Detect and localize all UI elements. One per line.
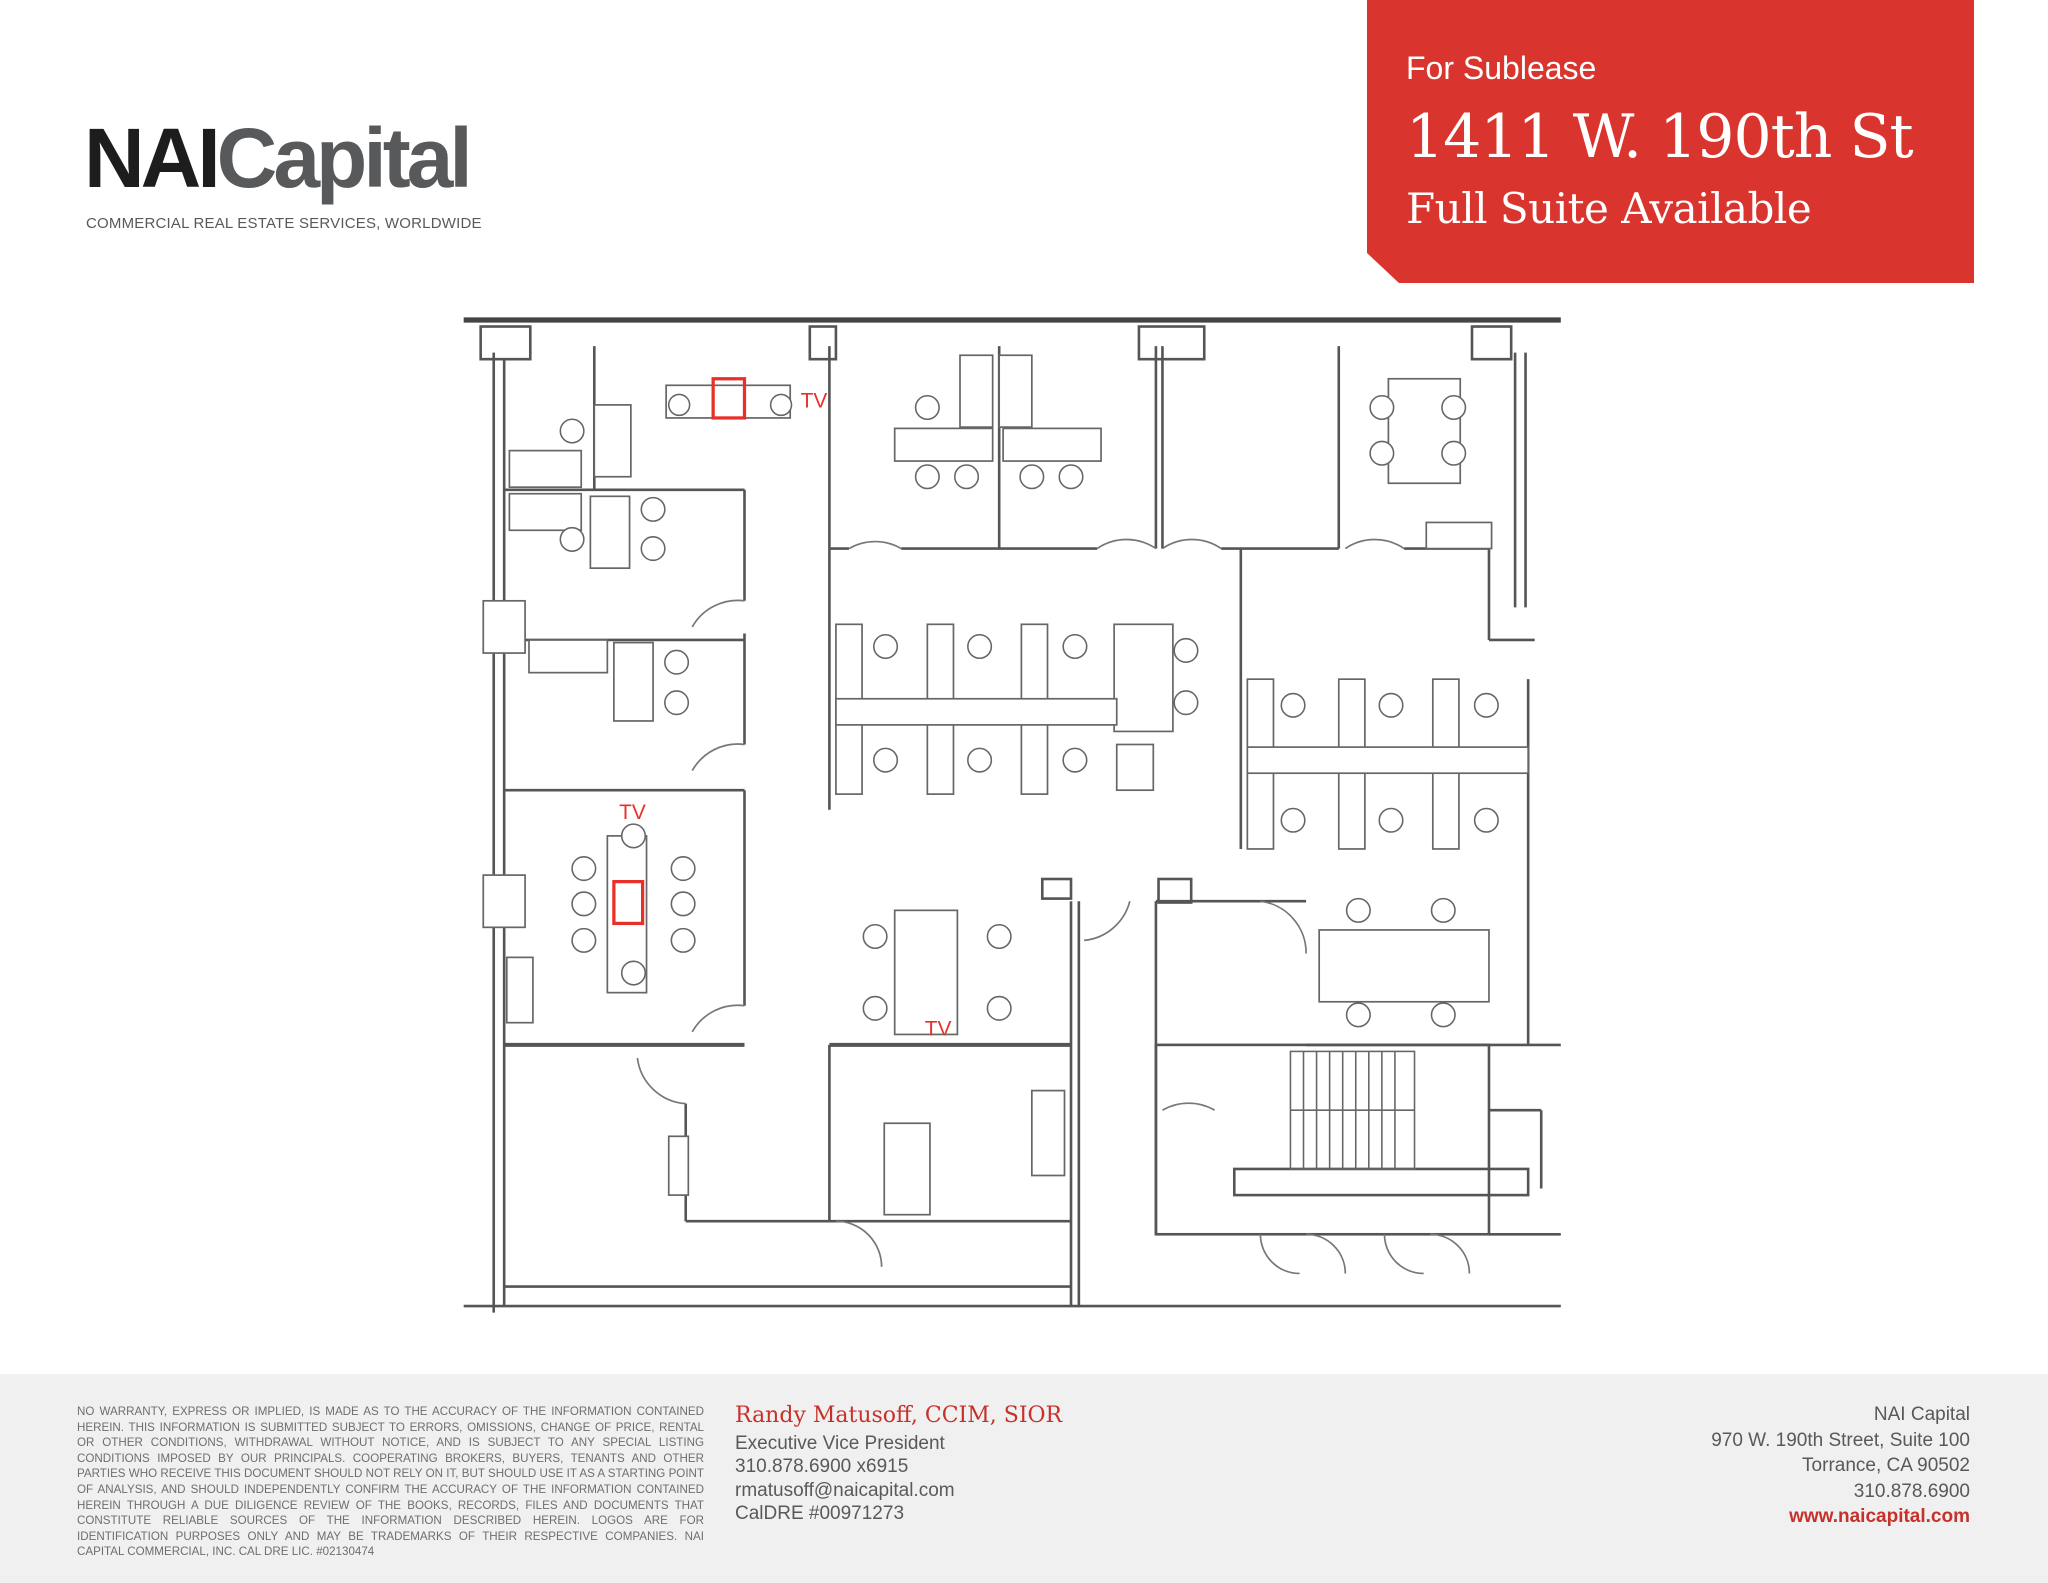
tv-highlight-conference-1 <box>711 377 747 420</box>
broker-name: Randy Matusoff, CCIM, SIOR <box>735 1403 1063 1428</box>
office-city: Torrance, CA 90502 <box>1802 1455 1970 1476</box>
tv-label: TV <box>619 801 646 824</box>
door-swings <box>636 538 1471 1275</box>
tv-label: TV <box>801 390 828 413</box>
office-street: 970 W. 190th Street, Suite 100 <box>1711 1429 1970 1451</box>
logo-wordmark: NAICapital <box>84 108 473 208</box>
listing-type: For Sublease <box>1406 50 1597 86</box>
stairs <box>1289 1050 1416 1170</box>
broker-contact: Randy Matusoff, CCIM, SIOR Executive Vic… <box>735 1404 1062 1526</box>
tv-highlight-conference-2 <box>612 879 645 926</box>
logo-tagline: COMMERCIAL REAL ESTATE SERVICES, WORLDWI… <box>86 215 482 232</box>
website-link[interactable]: www.naicapital.com <box>1789 1506 1970 1527</box>
broker-phone[interactable]: 310.878.6900 x6915 <box>735 1456 909 1477</box>
tv-labels: TV TV TV <box>619 390 951 1041</box>
nai-capital-logo: NAICapital COMMERCIAL REAL ESTATE SERVIC… <box>84 108 484 238</box>
furniture <box>482 354 1530 1216</box>
listing-banner: For Sublease 1411 W. 190th St Full Suite… <box>1367 0 1974 283</box>
office-company: NAI Capital <box>1873 1404 1970 1425</box>
broker-email[interactable]: rmatusoff@naicapital.com <box>735 1479 955 1501</box>
walls <box>463 317 1561 1313</box>
office-info: NAI Capital 970 W. 190th Street, Suite 1… <box>1711 1402 1970 1530</box>
tv-highlights <box>612 377 747 926</box>
office-phone[interactable]: 310.878.6900 <box>1853 1480 1970 1502</box>
footer: No warranty, express or implied, is made… <box>0 1374 2048 1583</box>
broker-license: CalDRE #00971273 <box>735 1503 905 1524</box>
chairs <box>559 393 1499 1028</box>
tv-label: TV <box>925 1018 952 1041</box>
legal-disclaimer: No warranty, express or implied, is made… <box>77 1405 704 1559</box>
logo-capital: Capital <box>216 111 473 205</box>
logo-nai: NAI <box>84 111 221 205</box>
property-address: 1411 W. 190th St <box>1406 102 1914 172</box>
availability: Full Suite Available <box>1406 184 1812 233</box>
banner-fold <box>1367 253 1399 283</box>
broker-title: Executive Vice President <box>735 1432 945 1454</box>
